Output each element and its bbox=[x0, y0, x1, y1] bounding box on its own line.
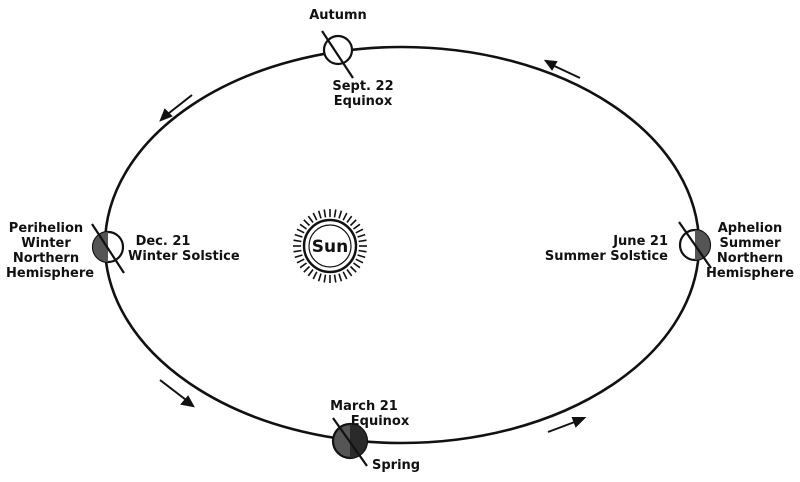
earth-icon bbox=[321, 30, 354, 79]
autumn-date-label: Sept. 22 bbox=[332, 79, 394, 94]
autumn-season-label: Autumn bbox=[309, 8, 367, 23]
winter-side-line-4: Hemisphere bbox=[6, 266, 95, 281]
earth-icon bbox=[331, 417, 369, 467]
spring-event-label: Equinox bbox=[350, 414, 410, 429]
winter-side-line-3: Northern bbox=[12, 251, 80, 266]
earth-icon bbox=[678, 221, 712, 269]
summer-event-label: Summer Solstice bbox=[544, 249, 668, 264]
orbit-arrow-icon bbox=[159, 94, 193, 122]
winter-side-line-2: Winter bbox=[21, 236, 71, 251]
sun-icon: Sun bbox=[293, 209, 367, 283]
winter-date-label: Dec. 21 bbox=[135, 234, 191, 249]
summer-side-line-3: Northern bbox=[716, 251, 784, 266]
winter-event-label: Winter Solstice bbox=[128, 249, 240, 264]
autumn-event-label: Equinox bbox=[333, 94, 393, 109]
orbit-arrow-icon bbox=[159, 379, 195, 408]
summer-side-line-4: Hemisphere bbox=[706, 266, 795, 281]
spring-date-label: March 21 bbox=[330, 399, 398, 414]
sun-label: Sun bbox=[312, 237, 348, 257]
orbit-arrow-icon bbox=[547, 417, 587, 433]
orbit-arrow-icon bbox=[543, 59, 581, 79]
earth-icon bbox=[91, 223, 125, 274]
summer-side-line-2: Summer bbox=[719, 236, 781, 251]
summer-side-line-1: Aphelion bbox=[717, 221, 783, 236]
winter-side-line-1: Perihelion bbox=[8, 221, 84, 236]
spring-season-label: Spring bbox=[372, 458, 421, 473]
summer-date-label: June 21 bbox=[613, 234, 668, 249]
